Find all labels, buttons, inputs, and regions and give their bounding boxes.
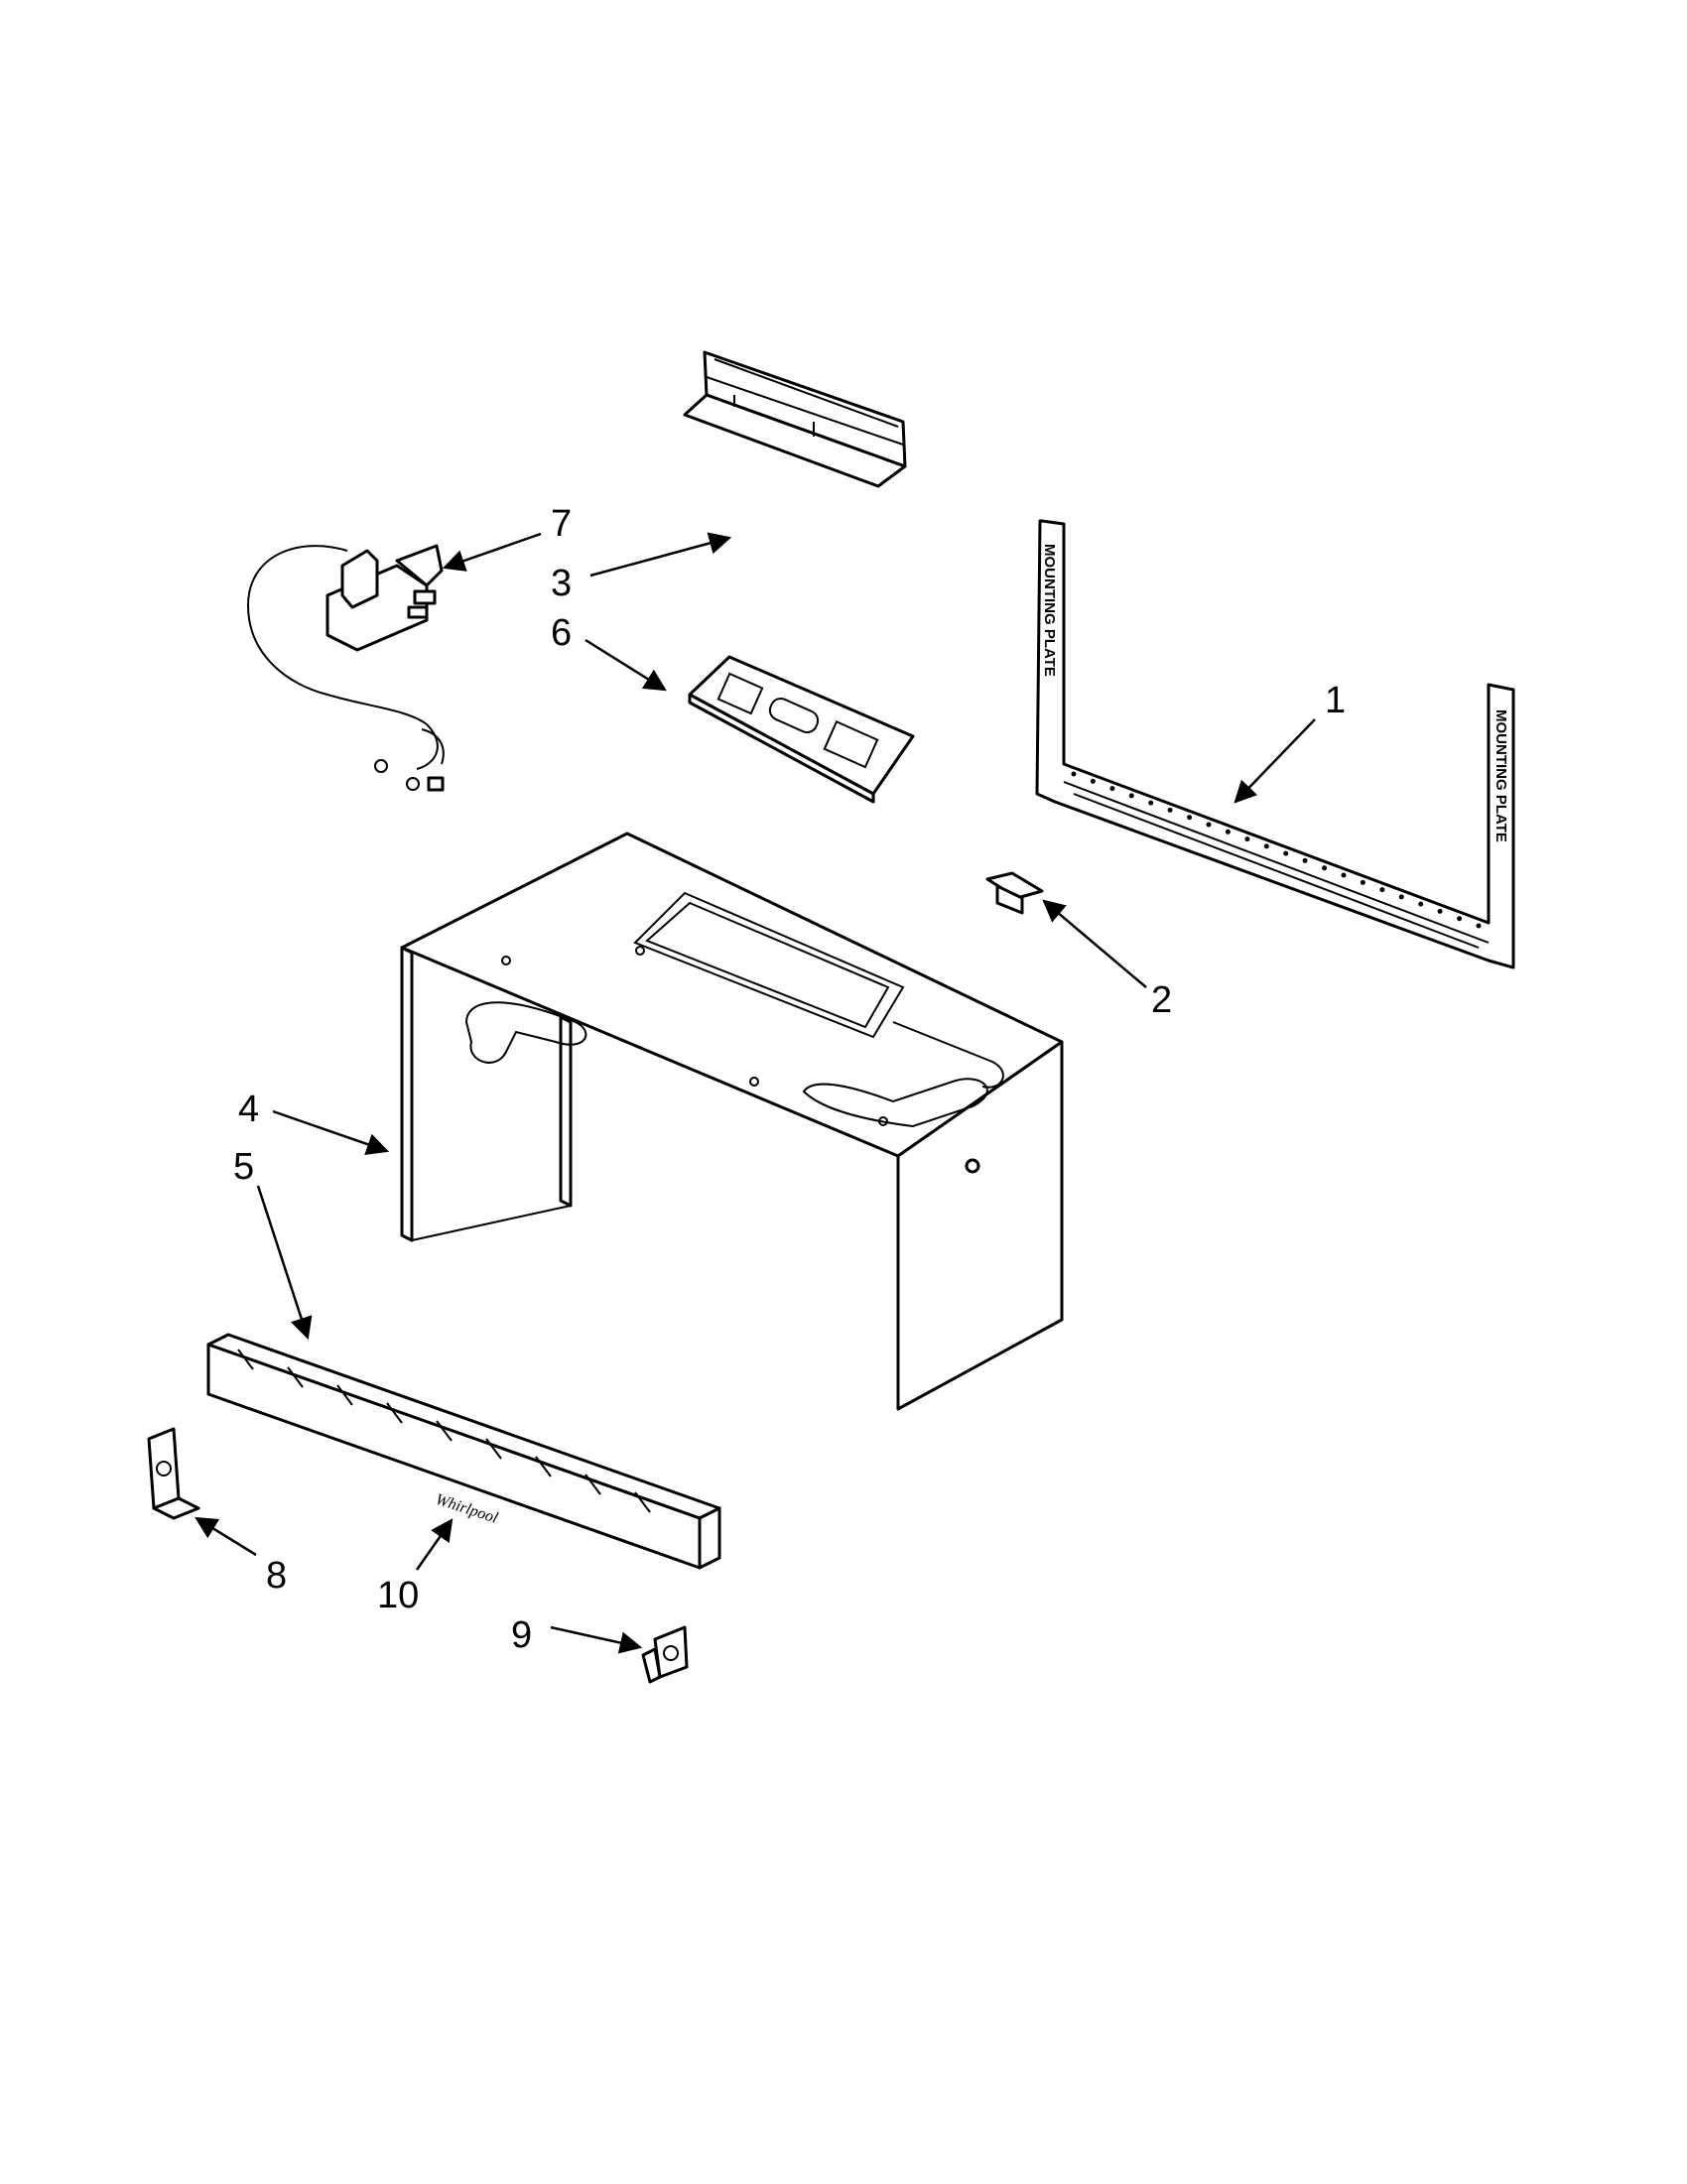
callout-6: 6 <box>551 612 572 654</box>
callout-labels: 1 2 3 4 5 6 7 8 9 10 <box>233 503 1346 1656</box>
callout-10: 10 <box>377 1575 419 1616</box>
damper-part <box>683 350 907 488</box>
mounting-plate-label-left: MOUNTING PLATE <box>1041 544 1058 677</box>
mounting-hole <box>1167 807 1173 813</box>
mounting-hole <box>1244 836 1250 842</box>
mounting-hole <box>1090 778 1096 784</box>
mounting-hole <box>1398 894 1404 900</box>
callout-7: 7 <box>551 503 572 545</box>
callout-1: 1 <box>1325 680 1346 721</box>
callout-9: 9 <box>511 1614 532 1656</box>
mounting-hole <box>1457 916 1463 922</box>
mounting-plate-label-right: MOUNTING PLATE <box>1492 709 1509 842</box>
mounting-hole <box>1341 872 1347 878</box>
mounting-hole <box>1263 843 1269 849</box>
mounting-hole <box>1225 829 1231 835</box>
bracket-left-part <box>147 1427 200 1520</box>
callout-5: 5 <box>233 1146 254 1188</box>
bracket-right-part <box>641 1625 689 1684</box>
mounting-hole <box>1187 815 1193 821</box>
mounting-hole <box>1283 850 1289 856</box>
mounting-plate-part: MOUNTING PLATE MOUNTING PLATE <box>1035 519 1515 969</box>
clip-part <box>985 871 1044 915</box>
mounting-hole <box>1071 771 1077 777</box>
mounting-hole <box>1476 923 1482 929</box>
mounting-hole <box>1322 865 1328 871</box>
vent-grille-part: Whirlpool <box>206 1333 721 1570</box>
leader-lines <box>195 532 1316 1654</box>
mounting-hole <box>1437 908 1443 914</box>
mounting-hole <box>1109 786 1115 792</box>
mounting-hole <box>1128 793 1134 799</box>
mounting-hole <box>1379 887 1385 893</box>
callout-2: 2 <box>1151 979 1172 1021</box>
callout-8: 8 <box>266 1555 287 1597</box>
mounting-bracket-plate-part <box>688 655 915 804</box>
cabinet-part <box>400 832 1064 1411</box>
callout-3: 3 <box>551 563 572 604</box>
mounting-hole <box>1148 800 1154 806</box>
mounting-hole <box>1302 857 1308 863</box>
logo-badge: Whirlpool <box>434 1491 500 1527</box>
mounting-hole <box>1206 822 1212 828</box>
mounting-hole <box>1360 879 1365 885</box>
callout-4: 4 <box>238 1089 259 1130</box>
mounting-hole <box>1418 901 1424 907</box>
power-cord-part <box>246 544 445 792</box>
